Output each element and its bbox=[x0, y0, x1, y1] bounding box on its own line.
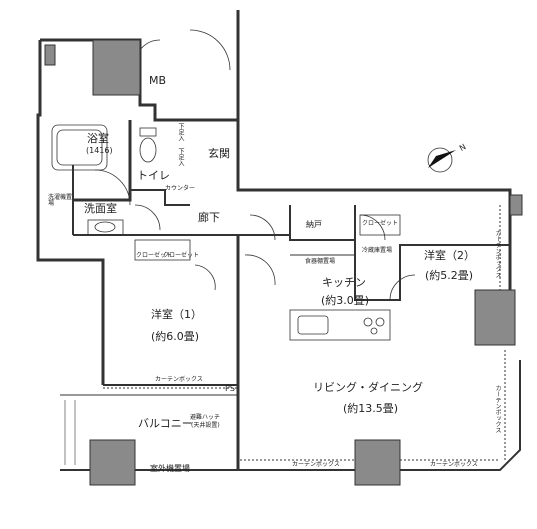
counter-label: カウンター bbox=[165, 185, 196, 192]
closet-w1b-label: クローゼット bbox=[163, 252, 200, 259]
hatch-label: 避難ハッチ bbox=[190, 414, 221, 421]
living-name-label: リビング・ダイニング bbox=[313, 381, 423, 394]
kitchen-name-label: キッチン bbox=[322, 276, 366, 289]
closet-w1-label: クローゼット bbox=[136, 252, 173, 259]
curtain-w2-label: カーテンボックス bbox=[494, 230, 501, 278]
curtain-ld-right-label: カーテンボックス bbox=[430, 461, 478, 468]
curtain-ld-left-label: カーテンボックス bbox=[292, 461, 340, 468]
shoebox-top-label: 下足入 bbox=[177, 123, 184, 141]
washer-label: 洗濯機置場 bbox=[48, 194, 73, 207]
curtain-ld-east-label: カーテンボックス bbox=[494, 385, 501, 433]
bath-size-label: (1416) bbox=[86, 146, 113, 155]
storage-label: 納戸 bbox=[306, 220, 322, 229]
closet-w2-label: クローゼット bbox=[362, 220, 399, 227]
entrance-label: 玄関 bbox=[208, 147, 230, 160]
curtain-w1-label: カーテンボックス bbox=[155, 376, 203, 383]
western1-name-label: 洋室（1） bbox=[151, 308, 202, 321]
kitchen-shelf-label: 食器棚置場 bbox=[305, 258, 336, 265]
bath-label: 浴室 bbox=[87, 132, 109, 145]
western2-size-label: (約5.2畳) bbox=[425, 269, 474, 282]
hatch-sub-label: (天井設置) bbox=[191, 422, 220, 429]
mb-label: MB bbox=[149, 74, 167, 87]
living-size-label: (約13.5畳) bbox=[343, 402, 399, 415]
compass-icon bbox=[427, 147, 456, 173]
toilet-label: トイレ bbox=[137, 169, 170, 182]
kitchen-size-label: (約3.0畳) bbox=[321, 294, 370, 307]
washroom-label: 洗面室 bbox=[84, 202, 117, 215]
western2-name-label: 洋室（2） bbox=[424, 249, 475, 262]
outdoor-unit-label: 室外機置場 bbox=[150, 464, 190, 473]
balcony-label: バルコニー bbox=[138, 417, 193, 430]
ps-label: PS bbox=[225, 384, 235, 393]
western1-size-label: (約6.0畳) bbox=[151, 330, 200, 343]
hallway-label: 廊下 bbox=[198, 211, 220, 224]
fridge-label: 冷蔵庫置場 bbox=[362, 247, 393, 254]
shoebox-bottom-label: 下足入 bbox=[177, 148, 184, 166]
